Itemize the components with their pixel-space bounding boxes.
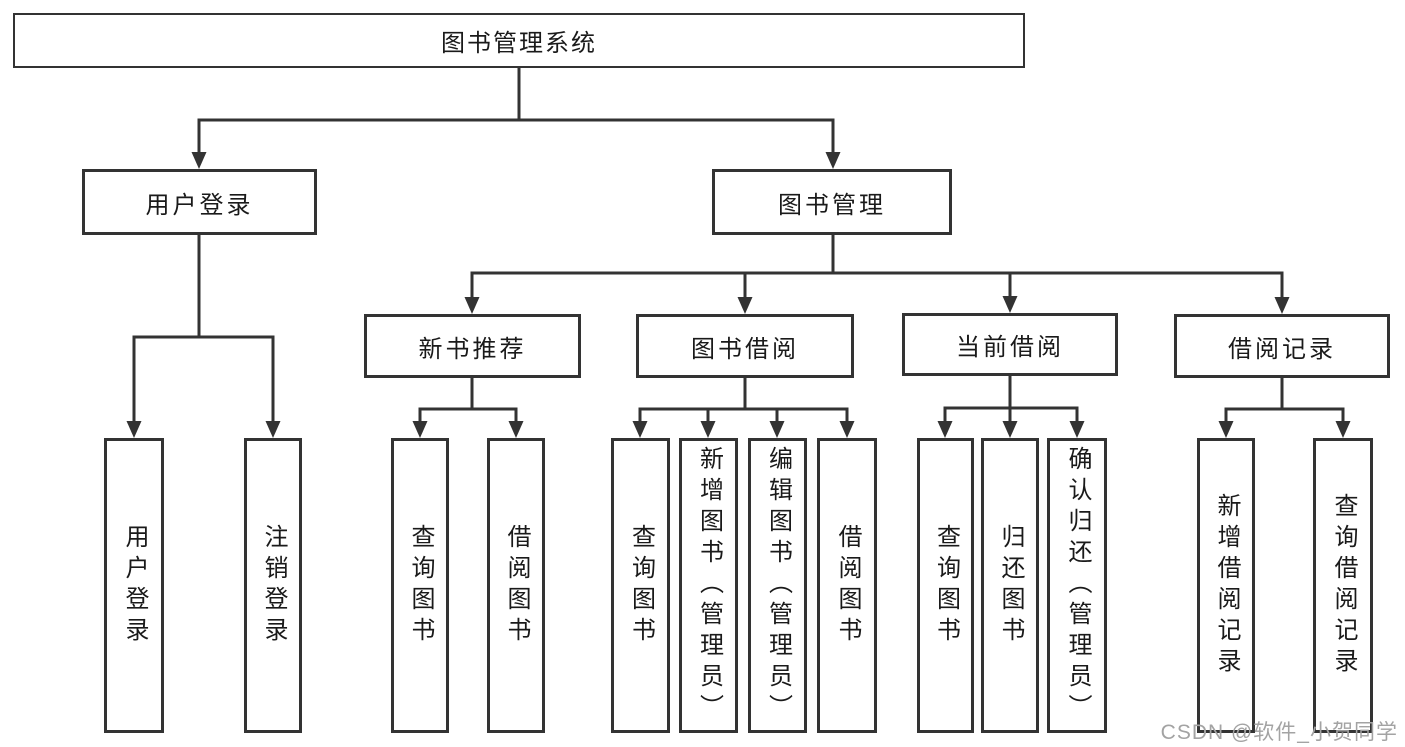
node-new-book-recommend: 新书推荐 <box>364 314 581 378</box>
watermark: CSDN @软件_小贺同学 <box>1160 721 1398 744</box>
node-current-borrowing: 当前借阅 <box>902 313 1118 376</box>
leaf-user-login: 用户登录 <box>104 438 164 733</box>
arrowhead-icon <box>839 421 855 438</box>
arrowhead-icon <box>265 421 281 438</box>
leaf-edit-books-admin: 编辑图书（管理员） <box>748 438 807 733</box>
leaf-borrow-books-borrowing: 借阅图书 <box>817 438 877 733</box>
arrowhead-icon <box>191 152 207 169</box>
arrowhead-icon <box>412 421 428 438</box>
leaf-confirm-return-admin: 确认归还（管理员） <box>1047 438 1107 733</box>
node-book-borrowing: 图书借阅 <box>636 314 854 378</box>
arrowhead-icon <box>937 421 953 438</box>
arrowhead-icon <box>1002 421 1018 438</box>
leaf-logout: 注销登录 <box>244 438 302 733</box>
arrowhead-icon <box>737 297 753 314</box>
arrowhead-icon <box>1002 296 1018 313</box>
node-borrow-records: 借阅记录 <box>1174 314 1390 378</box>
leaf-borrow-books-recommend: 借阅图书 <box>487 438 545 733</box>
node-book-management: 图书管理 <box>712 169 952 235</box>
leaf-query-borrow-record: 查询借阅记录 <box>1313 438 1373 733</box>
leaf-add-borrow-record: 新增借阅记录 <box>1197 438 1255 733</box>
arrowhead-icon <box>464 297 480 314</box>
arrowhead-icon <box>769 421 785 438</box>
node-user-login: 用户登录 <box>82 169 317 235</box>
leaf-query-books-borrowing: 查询图书 <box>611 438 670 733</box>
leaf-return-books: 归还图书 <box>981 438 1039 733</box>
arrowhead-icon <box>700 421 716 438</box>
node-library-management-system: 图书管理系统 <box>13 13 1025 68</box>
arrowhead-icon <box>1335 421 1351 438</box>
arrowhead-icon <box>1218 421 1234 438</box>
arrowhead-icon <box>126 421 142 438</box>
arrowhead-icon <box>1069 421 1085 438</box>
leaf-add-books-admin: 新增图书（管理员） <box>679 438 738 733</box>
arrowhead-icon <box>632 421 648 438</box>
arrowhead-icon <box>1274 297 1290 314</box>
leaf-query-books-recommend: 查询图书 <box>391 438 449 733</box>
arrowhead-icon <box>508 421 524 438</box>
arrowhead-icon <box>825 152 841 169</box>
leaf-query-books-current: 查询图书 <box>917 438 974 733</box>
